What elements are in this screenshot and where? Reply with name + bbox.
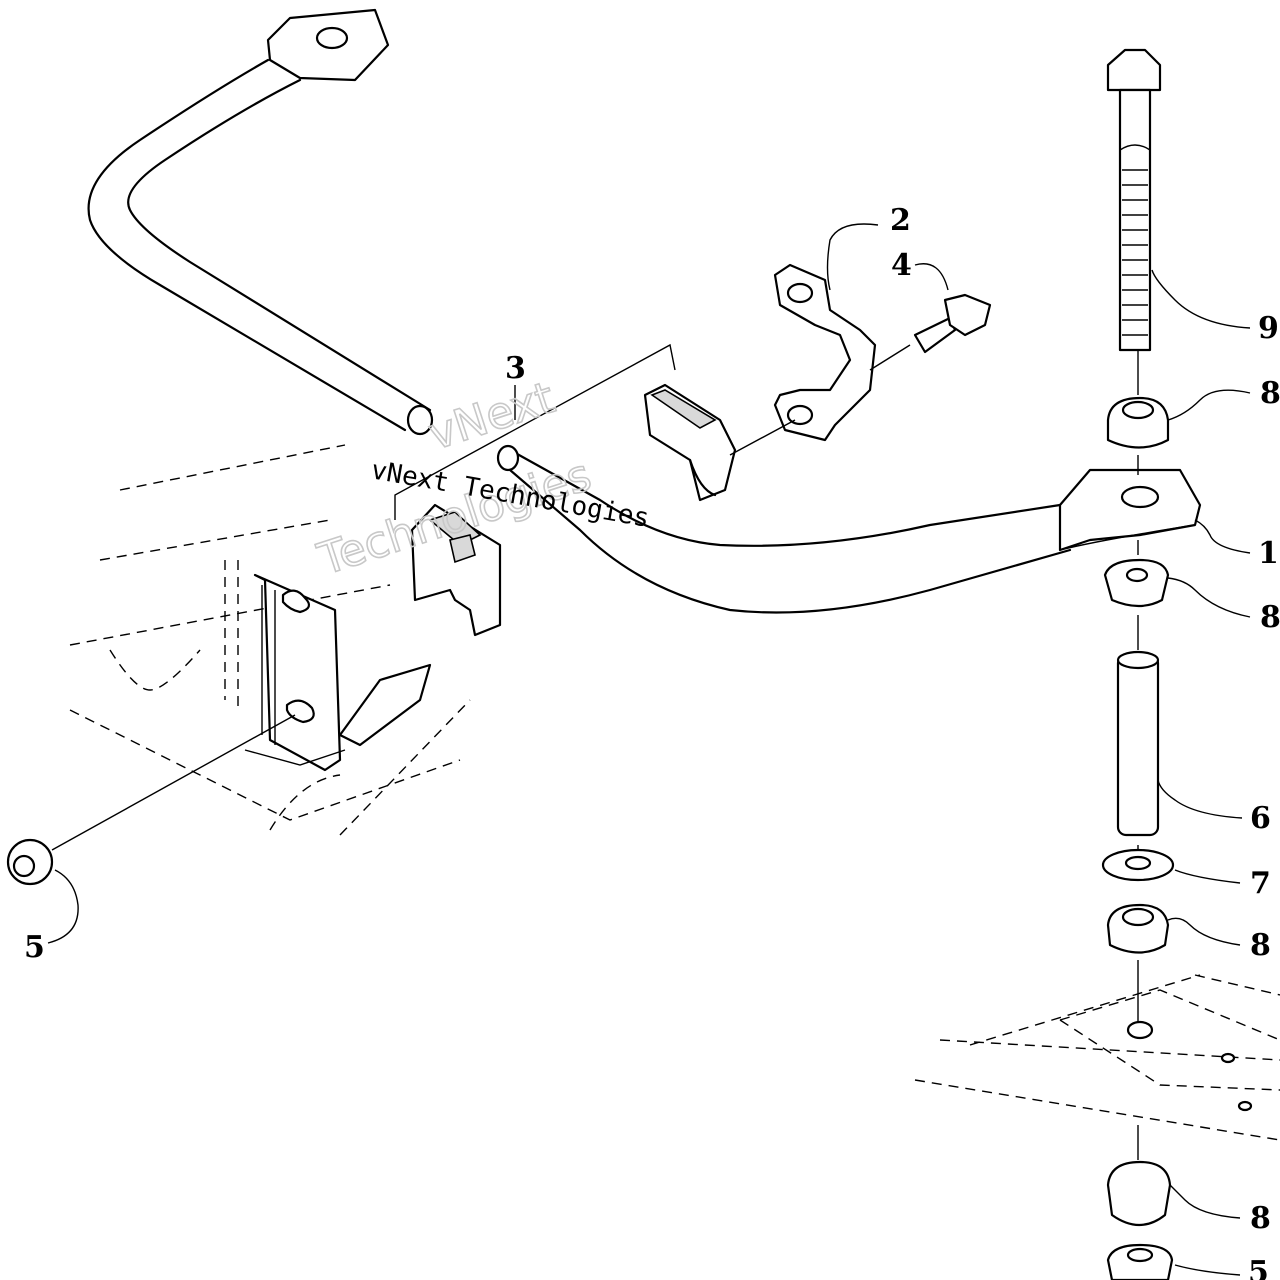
callout-7: 7 [1250,866,1271,901]
link-washer [1101,848,1175,882]
clamp-bolt [913,293,992,354]
callout-6: 6 [1250,801,1271,836]
watermark-large-line1: vNext [423,372,561,460]
callout-4: 4 [891,248,912,283]
link-spacer-sleeve [1116,650,1160,837]
callout-3-leader [394,343,676,520]
link-grommet-bottom [1106,1160,1172,1227]
lower-chassis-plate [914,974,1280,1141]
frame-bracket [244,573,432,772]
callout-8-d: 8 [1250,1201,1271,1236]
callout-9: 9 [1258,311,1279,346]
sway-bar-main [496,444,1202,614]
bushing-lower-half [410,503,502,637]
callout-8-a: 8 [1260,376,1280,411]
callout-8-c: 8 [1250,928,1271,963]
callout-3: 3 [505,351,526,386]
leader-lines [47,223,1251,1276]
nut-left [6,714,296,886]
bushing-upper-half [643,383,737,502]
link-grommet-lower-mid [1106,903,1170,954]
callout-5-left: 5 [24,930,45,965]
link-bolt [1106,48,1162,352]
link-grommet-upper-mid [1103,558,1170,608]
link-nut-bottom [1106,1243,1174,1280]
frame-rail-left [69,444,471,836]
callout-2: 2 [890,203,911,238]
callout-5-bottom: 5 [1248,1255,1269,1280]
sway-bar-left-end [87,8,434,436]
link-grommet-top [1106,396,1170,449]
callout-8-b: 8 [1260,600,1280,635]
clamp-bracket [729,263,911,456]
callout-1: 1 [1258,536,1279,571]
